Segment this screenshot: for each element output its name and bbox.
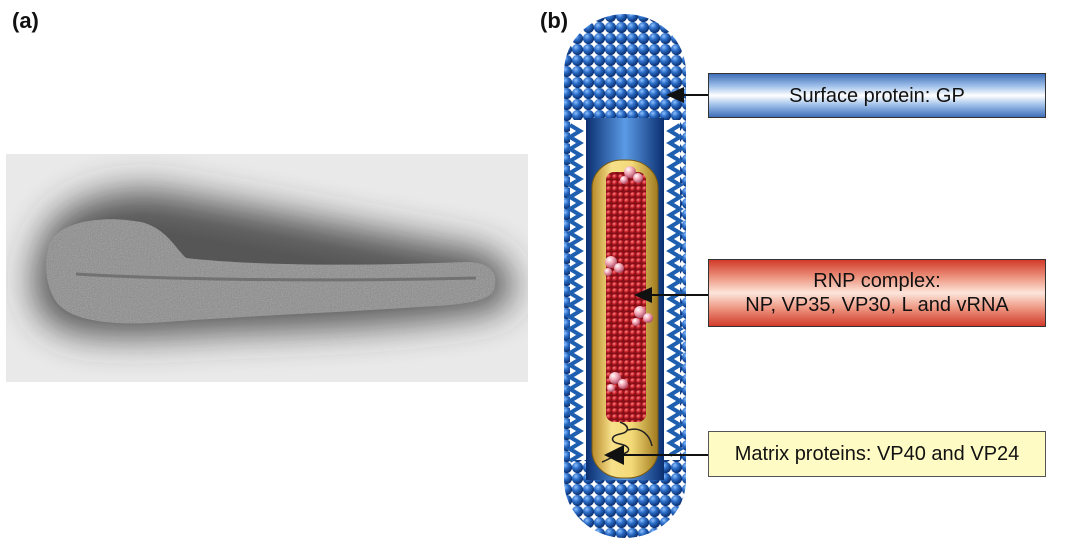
electron-micrograph bbox=[6, 154, 528, 382]
membrane-spikes bbox=[566, 120, 684, 463]
rnp-associated-proteins bbox=[604, 166, 653, 392]
callout-surface-protein-text: Surface protein: GP bbox=[789, 84, 965, 107]
leader-line-matrix bbox=[604, 445, 708, 465]
panel-label-a: (a) bbox=[12, 8, 39, 33]
rnp-helix bbox=[606, 172, 646, 422]
virion-texture bbox=[46, 219, 496, 324]
callout-rnp-line1: RNP complex: bbox=[813, 270, 941, 292]
callout-rnp-line2: NP, VP35, VP30, L and vRNA bbox=[745, 294, 1009, 316]
callout-matrix-proteins: Matrix proteins: VP40 and VP24 bbox=[708, 431, 1046, 477]
leader-line-rnp bbox=[634, 287, 708, 303]
callout-rnp-complex: RNP complex: NP, VP35, VP30, L and vRNA bbox=[708, 259, 1046, 327]
leader-line-gp bbox=[666, 87, 708, 103]
callout-matrix-text: Matrix proteins: VP40 and VP24 bbox=[734, 443, 1020, 465]
callout-surface-protein: Surface protein: GP bbox=[708, 73, 1046, 118]
virion-core-line bbox=[75, 272, 477, 282]
panel-label-b: (b) bbox=[540, 8, 569, 33]
